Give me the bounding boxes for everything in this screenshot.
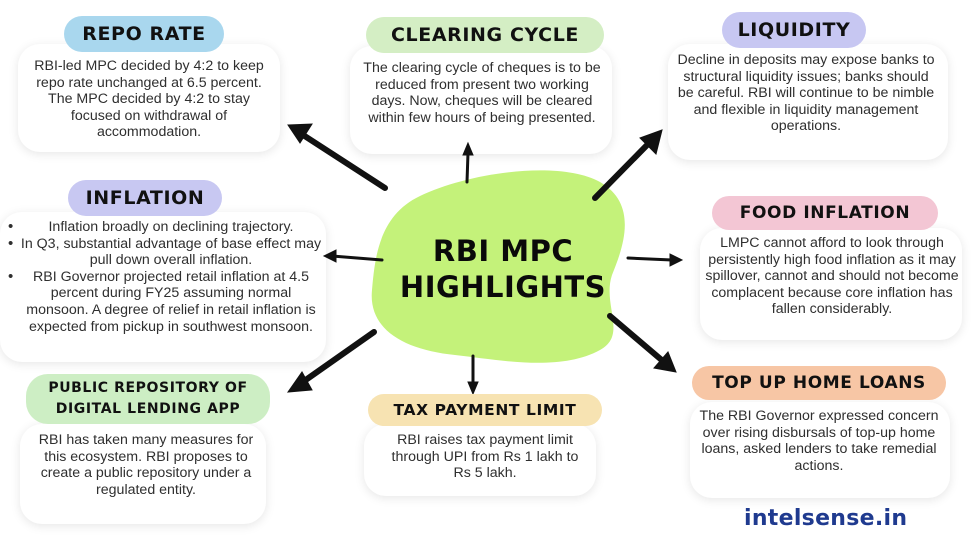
public-repository-card	[20, 424, 266, 524]
food-inflation-card	[700, 228, 962, 340]
clearing-cycle-text: The clearing cycle of cheques is to be r…	[363, 60, 601, 126]
brand-logo-text: intelsense.in	[744, 506, 908, 531]
tax-payment-title: TAX PAYMENT LIMIT	[368, 394, 602, 426]
center-title: RBI MPC HIGHLIGHTS	[399, 234, 607, 304]
inflation-bullet-2: In Q3, substantial advantage of base eff…	[6, 236, 324, 269]
clearing-cycle-title: CLEARING CYCLE	[366, 17, 604, 53]
inflation-title: INFLATION	[68, 180, 222, 216]
repo-rate-text: RBI-led MPC decided by 4:2 to keep repo …	[34, 58, 264, 141]
clearing-cycle-card	[350, 46, 612, 154]
public-repository-title-line1: PUBLIC REPOSITORY OF	[48, 380, 248, 396]
inflation-bullets: Inflation broadly on declining trajector…	[6, 219, 324, 335]
arrow-to-liquidity	[592, 129, 663, 201]
inflation-bullet-1: Inflation broadly on declining trajector…	[6, 219, 324, 236]
home-loans-text: The RBI Governor expressed concern over …	[699, 408, 939, 474]
food-inflation-title: FOOD INFLATION	[712, 196, 938, 230]
repo-rate-title: REPO RATE	[64, 16, 224, 52]
repo-rate-card	[18, 44, 280, 152]
arrow-to-food-inflation	[626, 253, 684, 267]
arrow-to-clearing-cycle	[462, 141, 474, 184]
arrow-to-tax-payment	[467, 354, 479, 396]
public-repository-title-line2: DIGITAL LENDING APP	[55, 401, 241, 417]
liquidity-card	[668, 44, 948, 160]
food-inflation-text: LMPC cannot afford to look through persi…	[705, 235, 959, 318]
center-blob	[371, 170, 625, 363]
arrow-to-home-loans	[607, 313, 677, 373]
arrow-to-repo-rate	[287, 123, 388, 191]
public-repository-title: PUBLIC REPOSITORY OF DIGITAL LENDING APP	[26, 374, 270, 424]
liquidity-text: Decline in deposits may expose banks to …	[677, 52, 935, 135]
arrow-to-inflation	[322, 249, 384, 263]
tax-payment-text: RBI raises tax payment limit through UPI…	[391, 432, 579, 482]
public-repository-text: RBI has taken many measures for this eco…	[38, 432, 254, 498]
tax-payment-card	[364, 424, 596, 496]
home-loans-title: TOP UP HOME LOANS	[692, 366, 946, 400]
inflation-bullet-3: RBI Governor projected retail inflation …	[6, 269, 324, 335]
home-loans-card	[690, 402, 950, 498]
arrow-to-public-repository	[286, 329, 377, 393]
liquidity-title: LIQUIDITY	[722, 12, 866, 48]
